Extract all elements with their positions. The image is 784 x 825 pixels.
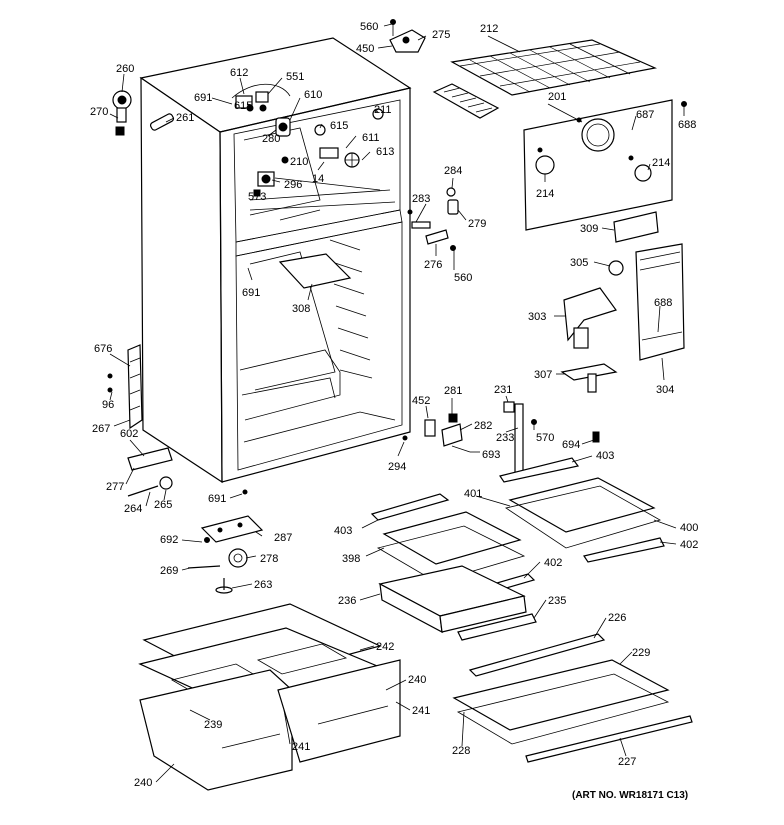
- callout: 309: [580, 223, 598, 235]
- freezer-shelf-212: [450, 39, 658, 96]
- callout: 214: [652, 157, 670, 169]
- callout: 615: [330, 120, 348, 132]
- callout: 398: [342, 553, 360, 565]
- callout: 573: [248, 191, 266, 203]
- callout: 267: [92, 423, 110, 435]
- callout: 275: [432, 29, 450, 41]
- art-number: (ART NO. WR18171 C13): [572, 790, 688, 801]
- callout: 277: [106, 481, 124, 493]
- air-damper-assembly: [560, 243, 685, 393]
- cabinet-assembly: [127, 37, 413, 484]
- callout: 96: [102, 399, 114, 411]
- callout: 560: [454, 272, 472, 284]
- callout: 610: [304, 89, 322, 101]
- callout: 307: [534, 369, 552, 381]
- callout: 270: [90, 106, 108, 118]
- callout: 691: [242, 287, 260, 299]
- callout: 612: [230, 67, 248, 79]
- callout: 401: [464, 488, 482, 500]
- callout: 692: [160, 534, 178, 546]
- callout: 688: [654, 297, 672, 309]
- callout: 308: [292, 303, 310, 315]
- callout: 280: [262, 133, 280, 145]
- callout: 691: [194, 92, 212, 104]
- callout: 276: [424, 259, 442, 271]
- callout-labels: 560 275 450 212 260 612 551 691 615 610 …: [90, 21, 698, 789]
- callout: 400: [680, 522, 698, 534]
- callout: 615: [234, 100, 252, 112]
- callout: 282: [474, 420, 492, 432]
- callout: 231: [494, 384, 512, 396]
- callout: 242: [376, 641, 394, 653]
- callout: 201: [548, 91, 566, 103]
- callout: 284: [444, 165, 462, 177]
- callout: 241: [292, 741, 310, 753]
- meat-drawer-236: [378, 565, 537, 641]
- callout: 693: [482, 449, 500, 461]
- callout: 281: [444, 385, 462, 397]
- ice-tray-213: [432, 83, 500, 119]
- evaporator-cover-201: [523, 99, 687, 243]
- callout: 229: [632, 647, 650, 659]
- callout: 210: [290, 156, 308, 168]
- callout: 239: [204, 719, 222, 731]
- callout: 403: [596, 450, 614, 462]
- callout: 240: [408, 674, 426, 686]
- callout: 260: [116, 63, 134, 75]
- callout: 687: [636, 109, 654, 121]
- callout: 264: [124, 503, 142, 515]
- callout: 265: [154, 499, 172, 511]
- callout: 278: [260, 553, 278, 565]
- callout: 240: [134, 777, 152, 789]
- callout: 294: [388, 461, 406, 473]
- callout: 303: [528, 311, 546, 323]
- callout: 261: [176, 112, 194, 124]
- glass-shelf-lower: [452, 633, 693, 763]
- callout: 688: [678, 119, 696, 131]
- callout: 263: [254, 579, 272, 591]
- callout: 279: [468, 218, 486, 230]
- callout: 450: [356, 43, 374, 55]
- callout: 283: [412, 193, 430, 205]
- callout: 304: [656, 384, 674, 396]
- callout: 691: [208, 493, 226, 505]
- callout: 602: [120, 428, 138, 440]
- callout: 570: [536, 432, 554, 444]
- callout: 560: [360, 21, 378, 33]
- callout: 227: [618, 756, 636, 768]
- callout: 402: [544, 557, 562, 569]
- callout: 236: [338, 595, 356, 607]
- callout: 233: [496, 432, 514, 444]
- callout: 235: [548, 595, 566, 607]
- callout: 305: [570, 257, 588, 269]
- callout: 403: [334, 525, 352, 537]
- callout: 214: [536, 188, 554, 200]
- callout: 676: [94, 343, 112, 355]
- callout: 212: [480, 23, 498, 35]
- callout: 694: [562, 439, 580, 451]
- shelf-support-hardware: [424, 401, 600, 475]
- callout: 613: [376, 146, 394, 158]
- callout: 296: [284, 179, 302, 191]
- callout: 269: [160, 565, 178, 577]
- leader-lines: [109, 23, 685, 783]
- callout: 611: [362, 132, 380, 144]
- leveling-and-rollers: [107, 373, 264, 594]
- crisper-assembly: [138, 603, 401, 791]
- callout: 241: [412, 705, 430, 717]
- top-hinge-and-controls: [112, 19, 426, 197]
- callout: 402: [680, 539, 698, 551]
- callout: 211: [374, 104, 392, 116]
- callout: 287: [274, 532, 292, 544]
- callout: 452: [412, 395, 430, 407]
- callout: 226: [608, 612, 626, 624]
- mullion-hardware: [411, 187, 459, 251]
- callout: 228: [452, 745, 470, 757]
- callout: 14: [312, 173, 324, 185]
- callout: 551: [286, 71, 304, 83]
